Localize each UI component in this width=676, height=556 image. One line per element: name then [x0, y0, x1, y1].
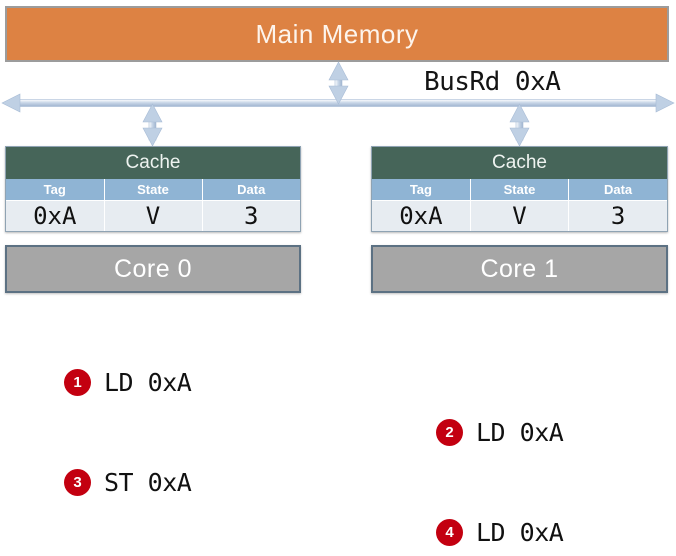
column-header-state: State [470, 179, 570, 200]
table-header-row: Tag State Data [6, 179, 300, 200]
cache-table-core1: Tag State Data 0xA V 3 [372, 179, 667, 231]
bus-line [1, 93, 675, 113]
step-1-text: LD 0xA [104, 368, 192, 397]
column-header-data: Data [568, 179, 667, 200]
cache-title-core0: Cache [6, 147, 300, 179]
main-memory-label: Main Memory [255, 18, 419, 49]
step-2-badge: 2 [436, 419, 463, 446]
step-2: 2 LD 0xA [436, 418, 564, 447]
bus-transaction-label: BusRd 0xA [424, 67, 561, 97]
cache-table-core0: Tag State Data 0xA V 3 [6, 179, 300, 231]
step-1: 1 LD 0xA [64, 368, 192, 397]
table-row: 0xA V 3 [6, 199, 300, 231]
cache-title-core1: Cache [372, 147, 667, 179]
step-4: 4 LD 0xA [436, 518, 564, 547]
step-3-text: ST 0xA [104, 468, 192, 497]
step-4-text: LD 0xA [476, 518, 564, 547]
cell-state-core0: V [104, 199, 203, 231]
core-label-1: Core 1 [480, 254, 559, 283]
column-header-state: State [104, 179, 203, 200]
core-box-0: Core 0 [5, 245, 301, 293]
node-group-core0: Cache Tag State Data 0xA V 3 Core 0 [5, 146, 301, 293]
cache-box-core1: Cache Tag State Data 0xA V 3 [371, 146, 668, 232]
cell-tag-core0: 0xA [6, 199, 105, 231]
step-4-badge: 4 [436, 519, 463, 546]
cache0-bus-connector [142, 103, 163, 147]
cell-data-core1: 3 [568, 199, 667, 231]
node-group-core1: Cache Tag State Data 0xA V 3 Core 1 [371, 146, 668, 293]
memory-bus-connector [328, 61, 349, 105]
column-header-tag: Tag [372, 179, 471, 200]
step-3-badge: 3 [64, 469, 91, 496]
column-header-data: Data [202, 179, 300, 200]
cell-data-core0: 3 [202, 199, 300, 231]
cell-state-core1: V [470, 199, 570, 231]
core-box-1: Core 1 [371, 245, 668, 293]
core-label-0: Core 0 [113, 254, 193, 283]
cache1-bus-connector [509, 103, 530, 147]
table-row: 0xA V 3 [372, 199, 667, 231]
step-1-badge: 1 [64, 369, 91, 396]
step-2-text: LD 0xA [476, 418, 564, 447]
column-header-tag: Tag [6, 179, 105, 200]
main-memory-block: Main Memory [5, 6, 669, 62]
table-header-row: Tag State Data [372, 179, 667, 200]
cache-box-core0: Cache Tag State Data 0xA V 3 [5, 146, 301, 232]
step-3: 3 ST 0xA [64, 468, 192, 497]
cell-tag-core1: 0xA [372, 199, 471, 231]
